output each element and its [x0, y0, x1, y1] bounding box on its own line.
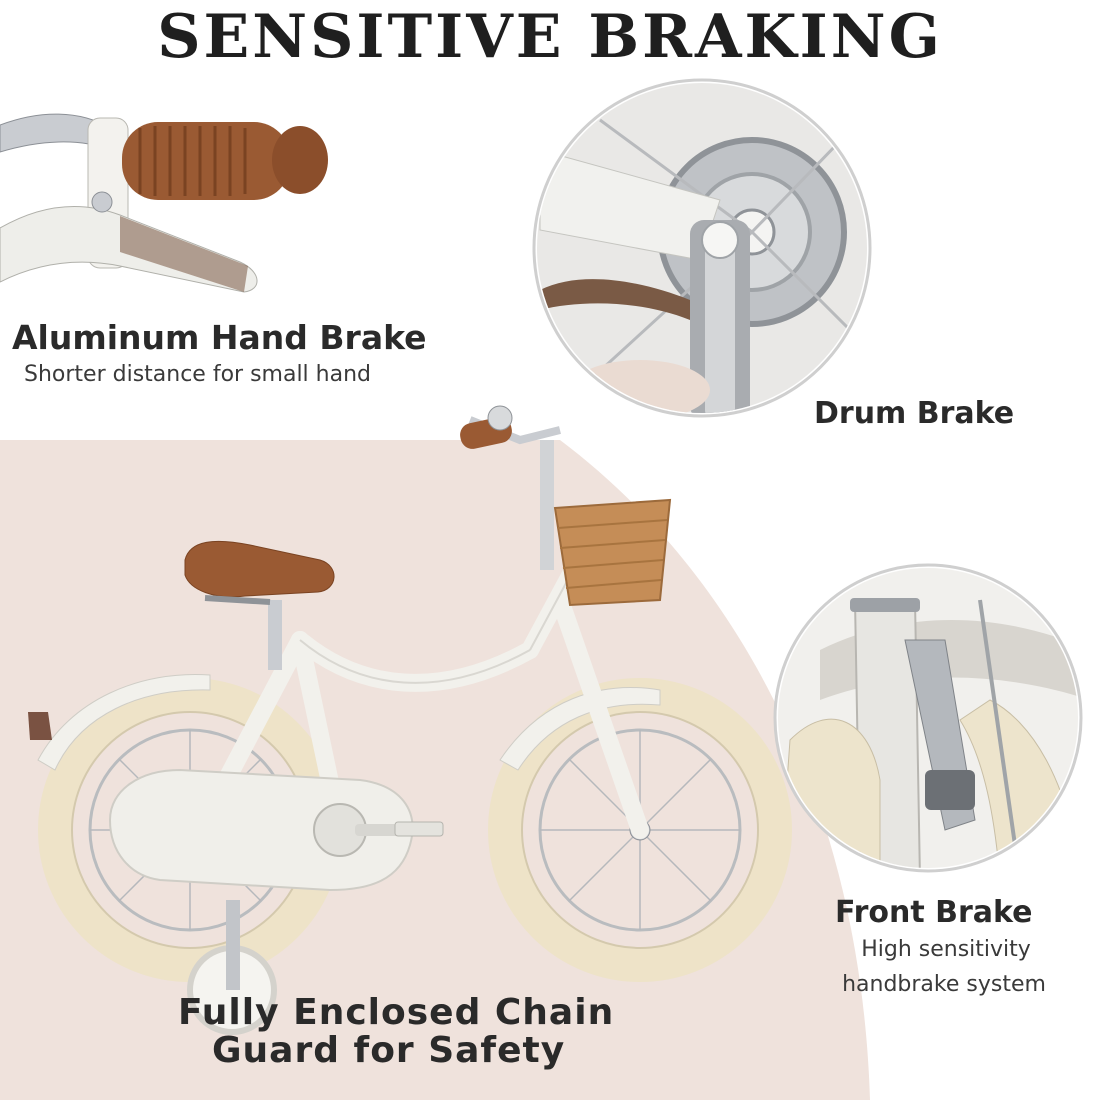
- front-brake-subtitle-line1: High sensitivity: [861, 937, 1031, 962]
- chain-guard-title-line1: Fully Enclosed Chain: [178, 992, 615, 1033]
- drum-brake-title: Drum Brake: [814, 396, 1015, 431]
- hand-brake-title: Aluminum Hand Brake: [12, 318, 427, 357]
- chain-guard-title-line2: Guard for Safety: [212, 1030, 566, 1071]
- front-brake-subtitle-line2: handbrake system: [842, 972, 1046, 997]
- hand-brake-subtitle: Shorter distance for small hand: [24, 362, 371, 387]
- page-title: SENSITIVE BRAKING: [157, 2, 943, 72]
- front-brake-title: Front Brake: [835, 895, 1033, 930]
